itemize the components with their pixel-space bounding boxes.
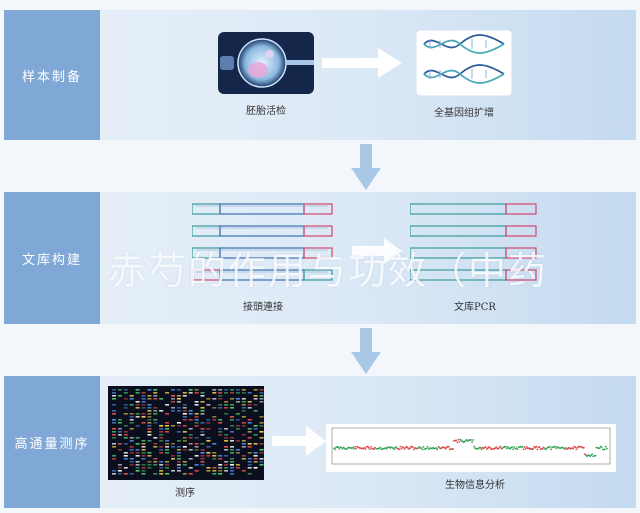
stage-label: 样本制备 [4,10,100,140]
step-caption: 生物信息分析 [445,480,505,491]
embryo-biopsy-image [218,32,314,94]
arrow-down-icon [351,144,381,190]
stage-sample-prep: 样本制备 [4,10,636,140]
dna-double-helix-icon [416,30,512,96]
arrow-down-icon [351,328,381,374]
arrow-right-icon [322,48,402,78]
stage-label: 文库构建 [4,192,100,324]
sequencing-gel-image [108,386,264,480]
step-caption: 接頭連接 [243,302,283,313]
step-caption: 测序 [175,488,195,499]
step-caption: 文库PCR [454,302,496,313]
library-pcr-fragments [410,203,537,281]
stage-label: 高通量测序 [4,376,100,508]
step-caption: 胚胎活检 [246,106,286,117]
arrow-right-icon [272,426,326,456]
adapter-ligation-fragments [192,203,333,281]
step-caption: 全基因组扩增 [434,108,494,119]
arrow-right-icon [352,238,402,264]
watermark-text: 赤芍的作用与功效（中药 [108,249,549,293]
copy-number-plot [326,424,616,472]
